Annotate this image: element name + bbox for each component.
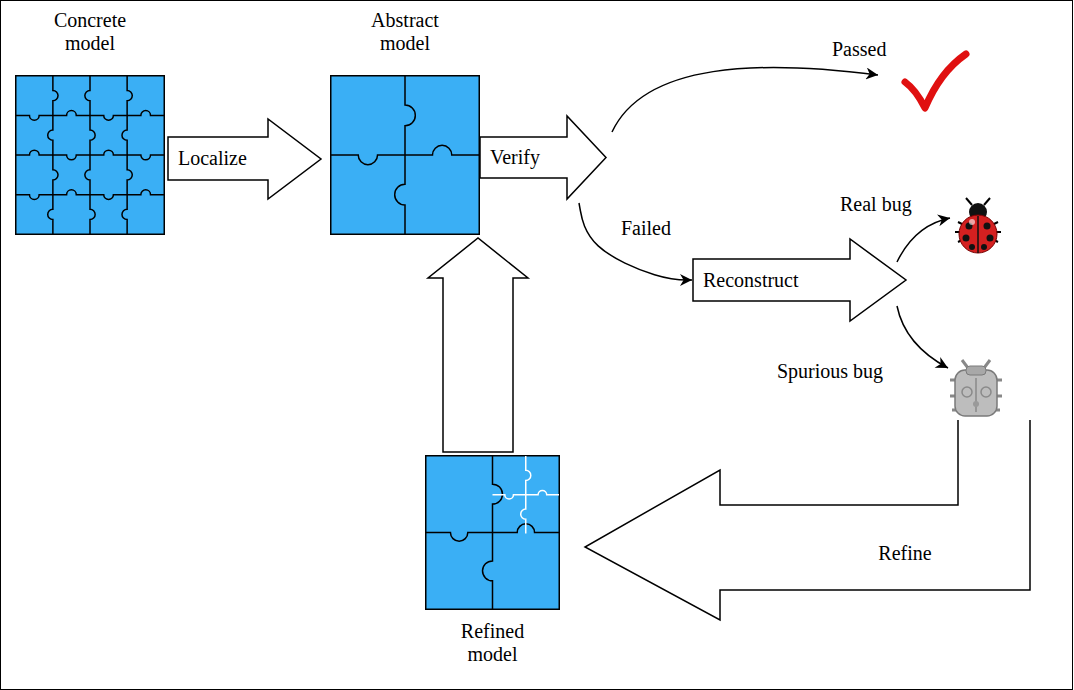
puzzle-ground	[16, 76, 165, 235]
model-heading: Refined model	[443, 620, 543, 666]
flow-connector	[579, 203, 692, 280]
block-arrow-connector	[428, 238, 528, 452]
reconstruct-arrow: Reconstruct	[693, 238, 907, 322]
real-bug-arrow	[897, 218, 950, 262]
check-mark	[905, 54, 966, 108]
puzzle-illustration	[425, 455, 560, 610]
refine-arrow-shape	[580, 418, 1035, 625]
step-label: Refine	[850, 542, 960, 565]
block-arrow-outline	[693, 239, 906, 321]
concrete-model: Concrete model	[15, 75, 165, 235]
refine-arrow-outline	[585, 420, 1030, 620]
abstract-model: Abstract model	[330, 75, 480, 235]
puzzle-ground	[331, 76, 480, 235]
verify-arrow: Verify	[480, 115, 607, 200]
step-label: Verify	[490, 137, 540, 178]
refined-model: Refined model	[425, 455, 560, 610]
puzzle-illustration	[15, 75, 165, 235]
spurious-bug-icon	[950, 360, 1002, 416]
step-label: Reconstruct	[703, 259, 799, 301]
passed-arrow	[612, 67, 878, 132]
model-heading: Abstract model	[355, 9, 455, 55]
block-arrow-outline	[480, 116, 606, 199]
block-arrow-outline	[168, 119, 321, 199]
puzzle-seams	[426, 456, 560, 610]
edge-label: Failed	[619, 217, 673, 240]
puzzle-illustration	[330, 75, 480, 235]
model-heading: Concrete model	[40, 9, 140, 55]
spurious-bug-arrow	[897, 306, 948, 368]
outcome-label: Passed	[830, 38, 888, 61]
ladybug-icon	[955, 198, 1001, 253]
step-label: Localize	[178, 137, 247, 180]
outcome-label: Real bug	[838, 193, 914, 216]
localize-arrow: Localize	[168, 118, 322, 200]
outcome-label: Spurious bug	[775, 360, 885, 383]
puzzle-seams	[331, 76, 480, 235]
refine-arrow: Refine	[580, 418, 1035, 625]
puzzle-ground	[426, 456, 560, 610]
puzzle-seams	[16, 76, 165, 235]
refined-seams	[493, 456, 560, 534]
